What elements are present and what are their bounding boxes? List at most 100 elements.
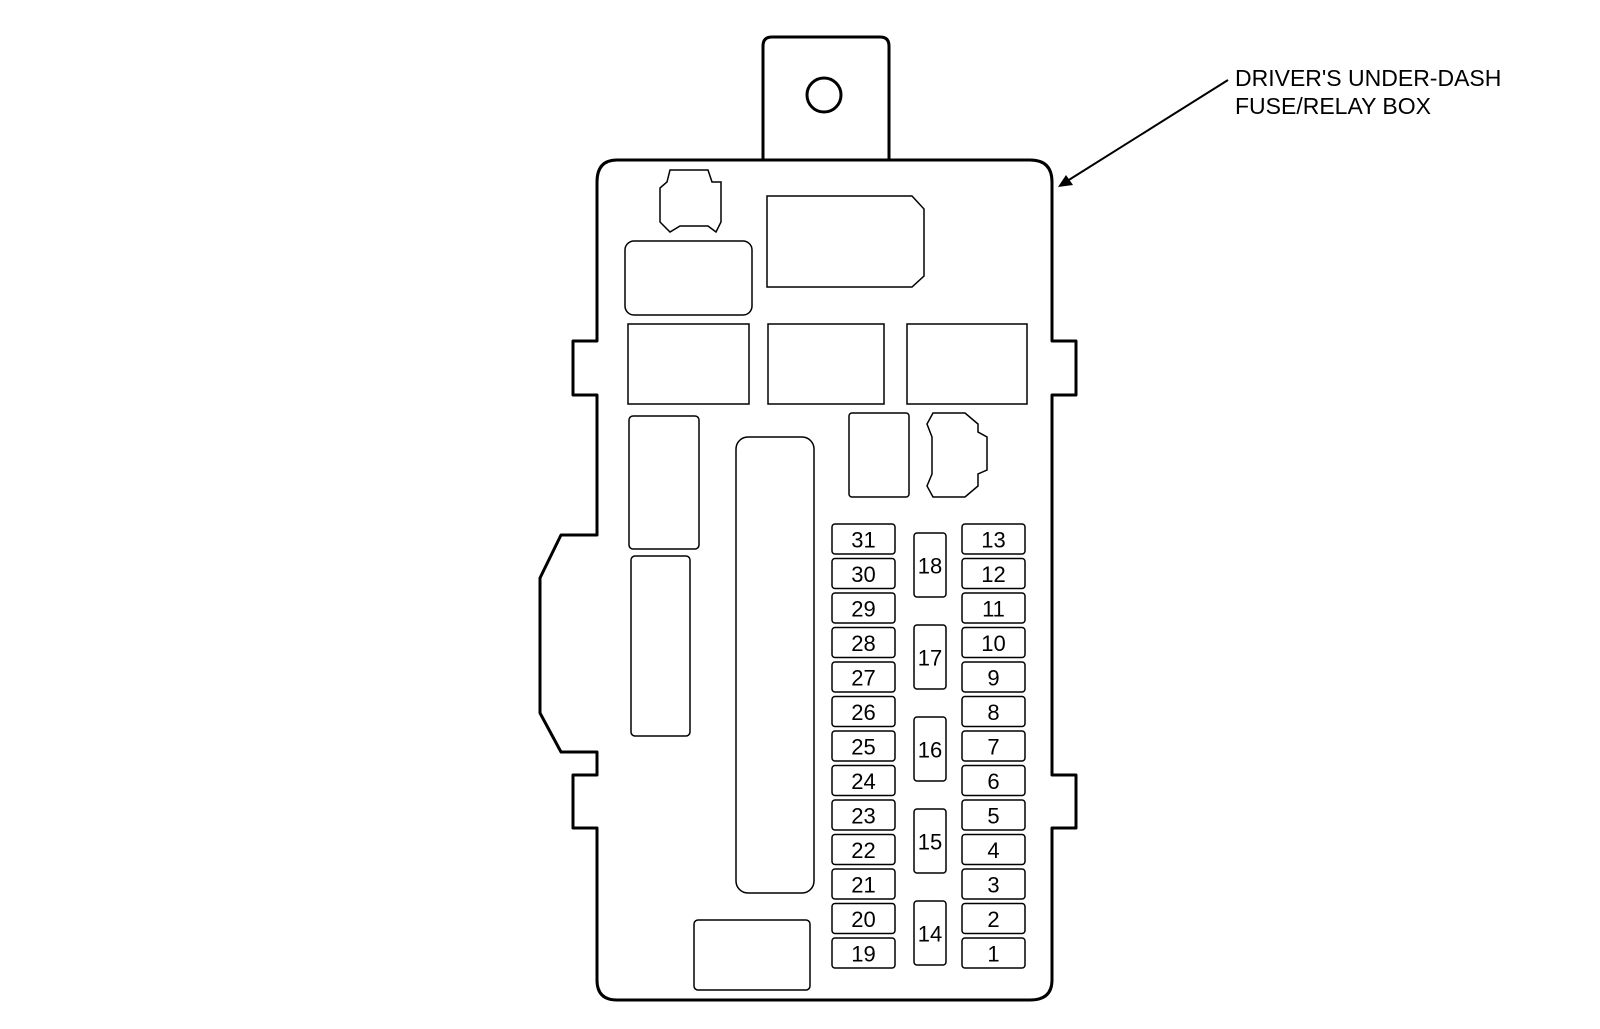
- callout-label-line2: FUSE/RELAY BOX: [1235, 93, 1431, 119]
- callout-arrow-line: [1063, 79, 1229, 184]
- fuse-number: 21: [851, 873, 875, 898]
- fuse-outline: [831, 626, 896, 659]
- fuse-number: 22: [851, 838, 875, 863]
- fuse-number: 19: [851, 942, 875, 967]
- fuse-outline: [831, 833, 896, 866]
- fuse-number: 1: [987, 942, 999, 967]
- relay-large-top: [766, 195, 925, 288]
- fuse-outline: [961, 868, 1026, 900]
- fuse-number: 28: [851, 631, 875, 656]
- callout-label-line1: DRIVER'S UNDER-DASH: [1235, 65, 1501, 91]
- fuse-column-middle: 18 17 16 15 14: [913, 532, 947, 966]
- fuse-outline: [913, 624, 947, 690]
- fuse-slot-1: 1: [961, 937, 1026, 969]
- fuse-slot-29: 29: [831, 592, 896, 624]
- fuse-outline: [831, 557, 896, 590]
- fuse-number: 13: [981, 528, 1005, 553]
- fuse-slot-5: 5: [961, 799, 1026, 831]
- fuse-number: 4: [987, 838, 999, 863]
- fuse-outline: [961, 937, 1026, 969]
- fuse-outline: [961, 592, 1026, 624]
- fuse-number: 24: [851, 769, 875, 794]
- fuse-number: 18: [918, 554, 942, 579]
- fuse-number: 30: [851, 562, 875, 587]
- fuse-number: 5: [987, 804, 999, 829]
- fuse-outline: [831, 661, 896, 693]
- fuse-slot-4: 4: [961, 833, 1026, 866]
- fuse-slot-19: 19: [831, 937, 896, 969]
- fuse-number: 14: [918, 922, 942, 947]
- fuse-outline: [831, 868, 896, 900]
- fuse-slot-9: 9: [961, 661, 1026, 693]
- fuse-slot-16: 16: [913, 716, 947, 782]
- fuse-slot-24: 24: [831, 764, 896, 797]
- fuse-number: 25: [851, 735, 875, 760]
- relay-small-middle: [848, 412, 910, 498]
- fuse-slot-6: 6: [961, 764, 1026, 797]
- fuse-slot-31: 31: [831, 523, 896, 555]
- relay-left-upper: [628, 415, 700, 550]
- fuse-slot-25: 25: [831, 730, 896, 762]
- fuse-number: 27: [851, 666, 875, 691]
- fuse-outline: [961, 557, 1026, 590]
- relay-row-right: [906, 323, 1028, 405]
- fuse-slot-3: 3: [961, 868, 1026, 900]
- fuse-slot-21: 21: [831, 868, 896, 900]
- fuse-outline: [913, 716, 947, 782]
- fuse-slot-11: 11: [961, 592, 1026, 624]
- relay-row-left: [627, 323, 750, 405]
- fuse-slot-15: 15: [913, 808, 947, 874]
- relay-row-center: [767, 323, 885, 405]
- fuse-outline: [831, 523, 896, 555]
- fuse-outline: [961, 523, 1026, 555]
- fuse-outline: [961, 799, 1026, 831]
- fuse-slot-22: 22: [831, 833, 896, 866]
- fuse-outline: [831, 592, 896, 624]
- fuse-outline: [961, 902, 1026, 935]
- relay-left-lower: [630, 555, 691, 737]
- fuse-outline: [831, 695, 896, 728]
- fuse-number: 3: [987, 873, 999, 898]
- fuse-number: 8: [987, 700, 999, 725]
- fuse-slot-2: 2: [961, 902, 1026, 935]
- fuse-number: 20: [851, 907, 875, 932]
- connector-right-middle: [926, 412, 988, 498]
- long-slot: [735, 436, 815, 894]
- fuse-slot-17: 17: [913, 624, 947, 690]
- fuse-number: 23: [851, 804, 875, 829]
- fuse-number: 6: [987, 769, 999, 794]
- fuse-slot-27: 27: [831, 661, 896, 693]
- fuse-number: 10: [981, 631, 1005, 656]
- fuse-slot-7: 7: [961, 730, 1026, 762]
- fuse-outline: [831, 730, 896, 762]
- callout-arrowhead: [1058, 175, 1073, 187]
- fuse-outline: [961, 626, 1026, 659]
- fuse-number: 9: [987, 666, 999, 691]
- fuse-outline: [961, 833, 1026, 866]
- mounting-tab: [761, 35, 891, 160]
- fuse-outline: [913, 900, 947, 966]
- fuse-slot-20: 20: [831, 902, 896, 935]
- fuse-number: 15: [918, 830, 942, 855]
- fuse-column-left: 31 30 29 28 27 26 25 24 23 22 21 20 19: [831, 523, 896, 969]
- fuse-number: 17: [918, 646, 942, 671]
- relay-bottom-left: [693, 919, 811, 991]
- fuse-outline: [961, 730, 1026, 762]
- fuse-number: 16: [918, 738, 942, 763]
- fuse-slot-8: 8: [961, 695, 1026, 728]
- fuse-slot-10: 10: [961, 626, 1026, 659]
- fuse-outline: [913, 532, 947, 598]
- fuse-outline: [831, 902, 896, 935]
- fuse-outline: [913, 808, 947, 874]
- fuse-number: 2: [987, 907, 999, 932]
- fuse-slot-13: 13: [961, 523, 1026, 555]
- fuse-outline: [831, 764, 896, 797]
- fuse-outline: [831, 799, 896, 831]
- fuse-slot-30: 30: [831, 557, 896, 590]
- fuse-slot-23: 23: [831, 799, 896, 831]
- fuse-number: 11: [982, 597, 1005, 622]
- fuse-number: 26: [851, 700, 875, 725]
